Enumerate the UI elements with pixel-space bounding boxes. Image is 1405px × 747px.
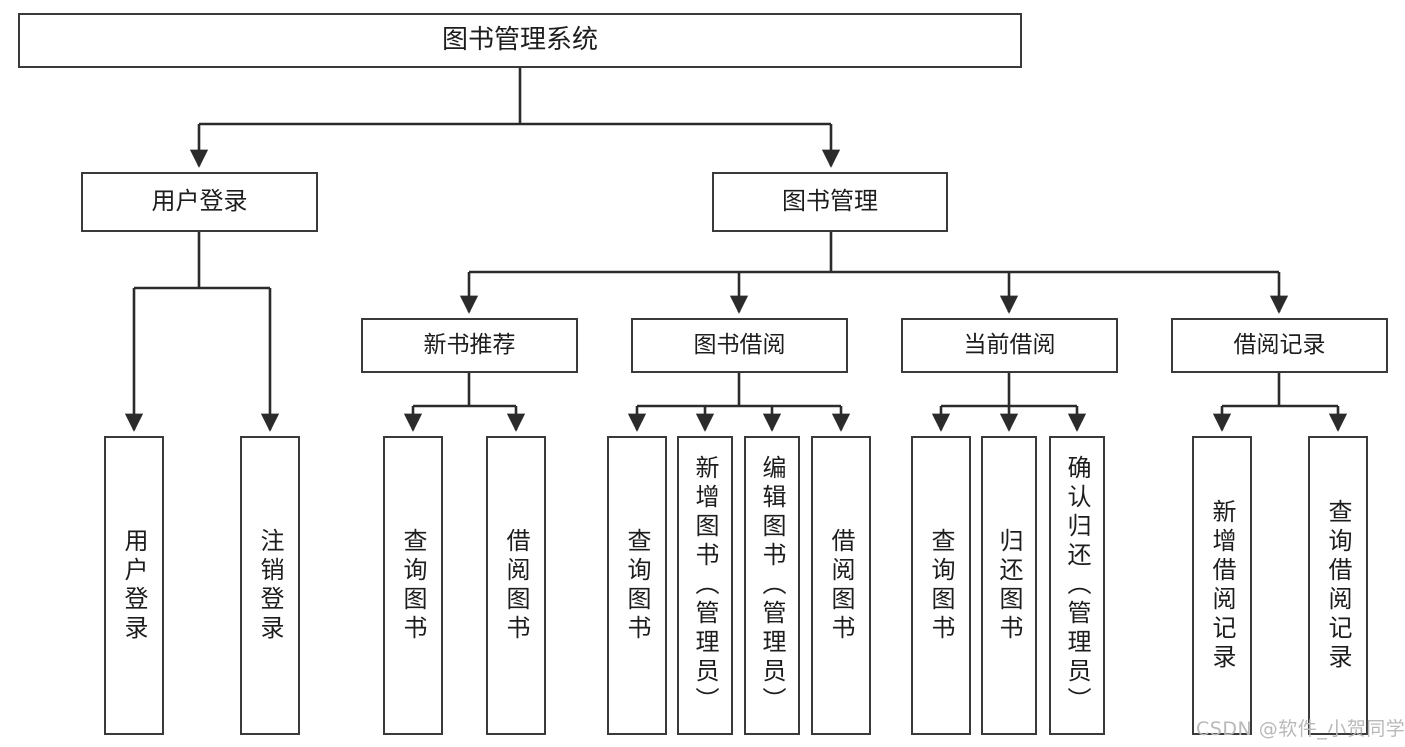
node-label: 归还图书 xyxy=(995,527,1023,644)
leaf-current-borrow-return[interactable]: 归还图书 xyxy=(981,436,1037,735)
leaf-user-login-signout[interactable]: 注销登录 xyxy=(240,436,300,735)
node-label: 新增借阅记录 xyxy=(1208,498,1236,673)
leaf-book-borrow-lend[interactable]: 借阅图书 xyxy=(811,436,871,735)
leaf-book-borrow-edit[interactable]: 编辑图书（管理员） xyxy=(744,436,800,735)
leaf-new-book-borrow[interactable]: 借阅图书 xyxy=(486,436,546,735)
node-label: 图书管理系统 xyxy=(441,24,598,55)
leaf-book-borrow-query[interactable]: 查询图书 xyxy=(607,436,667,735)
node-user-login[interactable]: 用户登录 xyxy=(81,172,318,232)
node-label: 借阅图书 xyxy=(502,527,530,644)
node-label: 新增图书（管理员） xyxy=(691,455,719,716)
node-label: 当前借阅 xyxy=(963,332,1056,359)
node-label: 图书管理 xyxy=(782,187,878,216)
node-label: 图书借阅 xyxy=(693,332,786,359)
leaf-book-borrow-add[interactable]: 新增图书（管理员） xyxy=(677,436,733,735)
node-label: 查询借阅记录 xyxy=(1324,498,1352,673)
node-new-book-recommend[interactable]: 新书推荐 xyxy=(361,318,578,373)
leaf-borrow-record-add[interactable]: 新增借阅记录 xyxy=(1192,436,1252,735)
node-label: 查询图书 xyxy=(927,527,955,644)
node-label: 确认归还（管理员） xyxy=(1063,455,1091,716)
leaf-user-login-signin[interactable]: 用户登录 xyxy=(104,436,164,735)
node-label: 查询图书 xyxy=(623,527,651,644)
node-label: 借阅记录 xyxy=(1233,332,1326,359)
node-label: 用户登录 xyxy=(120,527,148,644)
watermark-text: CSDN @软件_小贺同学 xyxy=(1196,718,1405,740)
node-root-system[interactable]: 图书管理系统 xyxy=(18,13,1022,68)
node-label: 注销登录 xyxy=(256,527,284,644)
leaf-borrow-record-query[interactable]: 查询借阅记录 xyxy=(1308,436,1368,735)
node-book-management[interactable]: 图书管理 xyxy=(712,172,948,232)
csdn-watermark: CSDN @软件_小贺同学 xyxy=(1196,714,1405,741)
node-current-borrow[interactable]: 当前借阅 xyxy=(901,318,1118,373)
leaf-current-borrow-confirm-return[interactable]: 确认归还（管理员） xyxy=(1049,436,1105,735)
node-label: 编辑图书（管理员） xyxy=(758,455,786,716)
leaf-current-borrow-query[interactable]: 查询图书 xyxy=(911,436,971,735)
node-label: 借阅图书 xyxy=(827,527,855,644)
node-label: 新书推荐 xyxy=(423,332,516,359)
leaf-new-book-query[interactable]: 查询图书 xyxy=(383,436,443,735)
node-label: 查询图书 xyxy=(399,527,427,644)
node-label: 用户登录 xyxy=(151,187,248,216)
node-borrow-record[interactable]: 借阅记录 xyxy=(1171,318,1388,373)
node-book-borrow[interactable]: 图书借阅 xyxy=(631,318,848,373)
